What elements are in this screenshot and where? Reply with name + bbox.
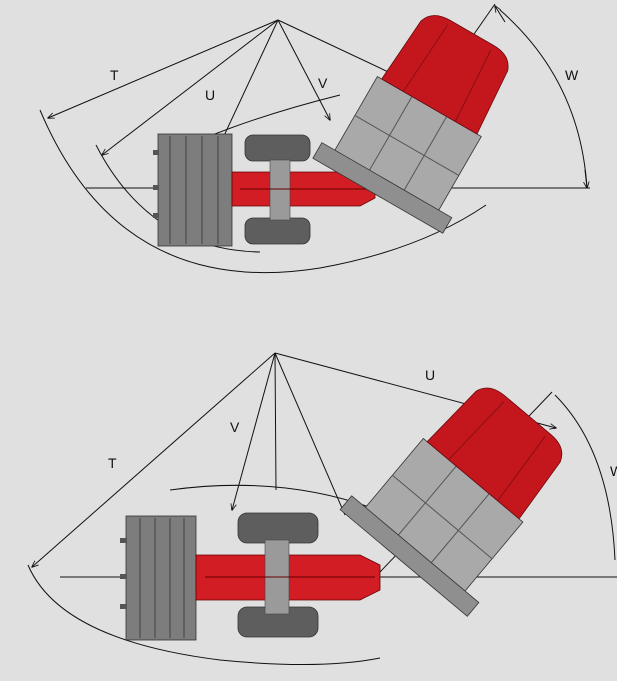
bottom-tire-upper <box>237 512 319 544</box>
bottom-inner-arc <box>169 484 373 509</box>
bottom-label-u: U <box>425 367 435 383</box>
bottom-vert-line <box>274 352 277 491</box>
top-inner-arc <box>199 94 341 141</box>
top-w-arrow-bottom <box>585 169 587 188</box>
bottom-v-line <box>232 352 276 510</box>
bottom-loader-diagram: T V U W <box>27 352 617 666</box>
top-bucket <box>157 133 233 247</box>
bottom-t-line <box>32 352 276 567</box>
top-outer-arc <box>39 109 487 274</box>
top-tire-lower <box>244 217 311 245</box>
bottom-outer-arc <box>27 564 381 666</box>
top-loader-diagram: T U V W <box>39 3 590 274</box>
top-cab <box>312 15 509 234</box>
bottom-diag-line <box>274 352 346 516</box>
bottom-label-t: T <box>108 455 117 471</box>
bottom-bucket <box>125 515 197 641</box>
top-w-arrow-top <box>495 6 506 23</box>
top-label-w: W <box>565 67 579 83</box>
top-v-line <box>277 19 330 120</box>
bottom-cab <box>339 387 563 617</box>
top-tire-upper <box>244 134 311 162</box>
top-label-u: U <box>205 87 215 103</box>
top-label-t: T <box>110 67 119 83</box>
top-vert-line <box>221 19 279 141</box>
top-w-arc <box>499 9 588 189</box>
top-u-line <box>102 19 279 155</box>
bottom-label-v: V <box>230 419 240 435</box>
top-t-line <box>48 19 279 118</box>
top-label-v: V <box>318 75 328 91</box>
bottom-w-arc <box>554 394 616 561</box>
bottom-label-w: W <box>610 463 617 479</box>
